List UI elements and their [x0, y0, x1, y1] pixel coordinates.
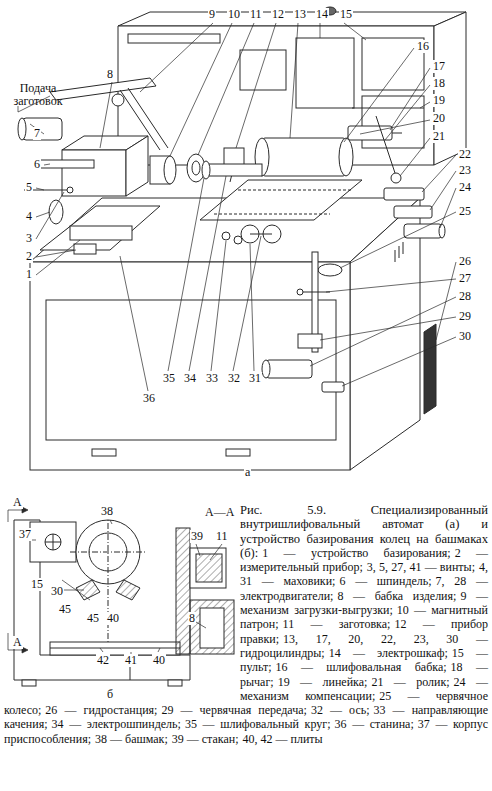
callout-number: 8	[106, 68, 114, 81]
callout-number: 34	[183, 372, 197, 385]
callout-number: 3	[25, 232, 33, 245]
callout-number: 2	[25, 250, 33, 263]
legend-item: 3, 5, 27, 41 — винты;	[367, 560, 475, 574]
legend-item: 1 — устройство базирования;	[262, 546, 450, 560]
callout-number: A	[12, 636, 23, 649]
callout-number: 29	[458, 310, 472, 323]
callout-number: 33	[205, 372, 219, 385]
callout-number: 15	[30, 578, 44, 591]
callout-number: 22	[458, 148, 472, 161]
callout-number: 19	[432, 94, 446, 107]
callout-number: 1	[25, 268, 33, 281]
callout-number: 38	[100, 505, 114, 518]
legend-item: 36 — станина;	[334, 717, 413, 731]
legend-item: 29 — червячная передача;	[161, 703, 307, 717]
callout-number: 8	[188, 612, 196, 625]
legend-item: 16 — шлифовальная бабка;	[275, 660, 446, 674]
callout-number: 42	[96, 654, 110, 667]
callout-number: 30	[50, 585, 64, 598]
legend-item: 38 — башмак;	[95, 732, 168, 746]
legend-item: 34 — электрошпиндель;	[52, 717, 181, 731]
legend-item: 6 — шпиндель;	[339, 574, 431, 588]
legend-item: 11 — заготовка;	[283, 617, 391, 631]
legend-item: 32 — ось;	[311, 703, 370, 717]
callout-number: 17	[432, 60, 446, 73]
legend-item: 35 — шлифовальный круг;	[185, 717, 331, 731]
callout-number: 27	[458, 272, 472, 285]
callout-number: 11	[215, 530, 229, 543]
callout-number: 24	[458, 181, 472, 194]
callout-number: 36	[142, 392, 156, 405]
callout-number: 10	[227, 8, 241, 21]
callout-number: 30	[458, 330, 472, 343]
callout-number: 41	[124, 654, 138, 667]
callout-number: 5	[25, 181, 33, 194]
callout-number: A—A	[204, 506, 235, 519]
figure-caption: Рис. 5.9. Специализированный внутришлифо…	[4, 503, 488, 789]
callout-number: 4	[25, 210, 33, 223]
callout-number: 32	[227, 372, 241, 385]
callout-number: 18	[432, 77, 446, 90]
legend-item: 19 — линейка;	[278, 675, 368, 689]
callout-number: 35	[162, 372, 176, 385]
callout-number: 31	[248, 372, 262, 385]
callout-number: 16	[416, 40, 430, 53]
callout-number: 28	[458, 290, 472, 303]
callout-number: 15	[339, 8, 353, 21]
callout-number: 40	[152, 654, 166, 667]
callout-number: 25	[458, 205, 472, 218]
callout-number: 45	[58, 603, 72, 616]
callout-number: 12	[271, 8, 285, 21]
legend-item: 14 — электрошкаф;	[329, 646, 448, 660]
callout-number: б	[106, 688, 114, 701]
callout-number: 40	[106, 612, 120, 625]
legend-item: 8 — бабка изделия;	[337, 589, 456, 603]
callout-number: 26	[458, 255, 472, 268]
callout-number: 9	[208, 8, 216, 21]
legend-item: 40, 42 — плиты	[243, 732, 323, 746]
callout-number: 21	[432, 130, 446, 143]
legend-item: 21 — ролик;	[371, 675, 449, 689]
callout-number: 23	[458, 164, 472, 177]
callout-number: 11	[249, 8, 263, 21]
callout-number: 37	[18, 528, 32, 541]
callout-number: 20	[432, 112, 446, 125]
callout-number: 13	[293, 8, 307, 21]
callout-number: 45	[86, 612, 100, 625]
callout-number: 14	[315, 8, 329, 21]
callout-number: 7	[33, 127, 41, 140]
callout-number: A	[12, 496, 23, 509]
legend-item: 39 — стакан;	[172, 732, 239, 746]
callout-number: 39	[190, 530, 204, 543]
feed-label: Подача заготовок	[8, 82, 68, 108]
callout-number: а	[244, 466, 251, 479]
legend-item: 26 — гидростанция;	[45, 703, 157, 717]
callout-number: 6	[33, 158, 41, 171]
